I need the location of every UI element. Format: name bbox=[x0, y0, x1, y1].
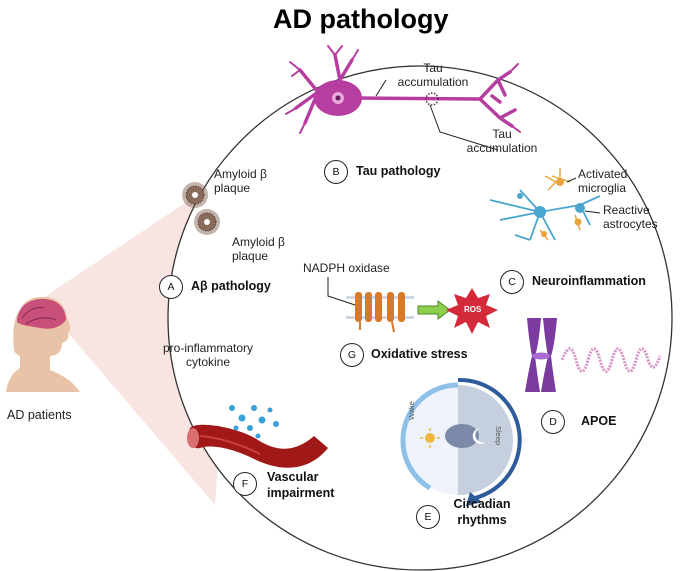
amyloid-plaque-2 bbox=[194, 209, 220, 235]
ros-arrow bbox=[417, 300, 451, 320]
panel-d-label: APOE bbox=[581, 414, 617, 428]
panel-g-badge: G bbox=[340, 343, 364, 367]
wake-label: Wake bbox=[407, 401, 416, 420]
neuron-illustration bbox=[285, 45, 521, 134]
nadph-annotation: NADPH oxidase bbox=[303, 261, 390, 275]
sleep-label: Sleep bbox=[494, 426, 503, 446]
ros-burst bbox=[446, 288, 498, 334]
panel-c-label: Neuroinflammation bbox=[532, 274, 646, 288]
panel-e-label: Circadian rhythms bbox=[453, 497, 511, 527]
cytokine-particles bbox=[229, 405, 279, 439]
panel-a-badge: A bbox=[159, 275, 183, 299]
circadian-illustration bbox=[400, 377, 522, 506]
tau-annotation-top: Tau accumulation bbox=[397, 61, 469, 89]
patients-label: AD patients bbox=[7, 408, 72, 422]
microglia-annotation: Activated microglia bbox=[578, 167, 628, 195]
tau-leader-bottom bbox=[429, 104, 499, 151]
figure-title: AD pathology bbox=[273, 4, 449, 34]
tau-leader-top bbox=[375, 79, 387, 97]
panel-b-badge: B bbox=[324, 160, 348, 184]
panel-g-label: Oxidative stress bbox=[371, 347, 468, 361]
panel-e-badge: E bbox=[416, 505, 440, 529]
blood-vessel-illustration bbox=[187, 424, 328, 468]
panel-d-badge: D bbox=[541, 410, 565, 434]
astrocytes-annotation: Reactive astrocytes bbox=[603, 203, 658, 231]
cytokine-annotation: pro-inflammatory cytokine bbox=[162, 341, 254, 369]
panel-f-badge: F bbox=[233, 472, 257, 496]
plaque-annotation-2: Amyloid β plaque bbox=[232, 235, 285, 263]
nadph-oxidase-illustration bbox=[346, 292, 414, 333]
panel-b-label: Tau pathology bbox=[356, 164, 441, 178]
pathology-circle bbox=[167, 65, 673, 571]
microglia-leader bbox=[566, 177, 577, 183]
amyloid-plaque-1 bbox=[182, 182, 208, 208]
neuroinflammation-illustration bbox=[489, 168, 601, 241]
astrocytes-leader bbox=[584, 210, 601, 214]
dna-coil bbox=[560, 347, 662, 373]
panel-f-label: Vascular impairment bbox=[267, 470, 335, 500]
patient-head-illustration bbox=[6, 296, 80, 392]
plaque-annotation-1: Amyloid β plaque bbox=[214, 167, 267, 195]
tau-annotation-bottom: Tau accumulation bbox=[466, 127, 538, 155]
panel-a-label: Aβ pathology bbox=[191, 279, 271, 293]
nadph-leader bbox=[327, 277, 356, 306]
panel-c-badge: C bbox=[500, 270, 524, 294]
chromosome-illustration bbox=[525, 318, 557, 392]
ros-text: ROS bbox=[464, 305, 482, 314]
